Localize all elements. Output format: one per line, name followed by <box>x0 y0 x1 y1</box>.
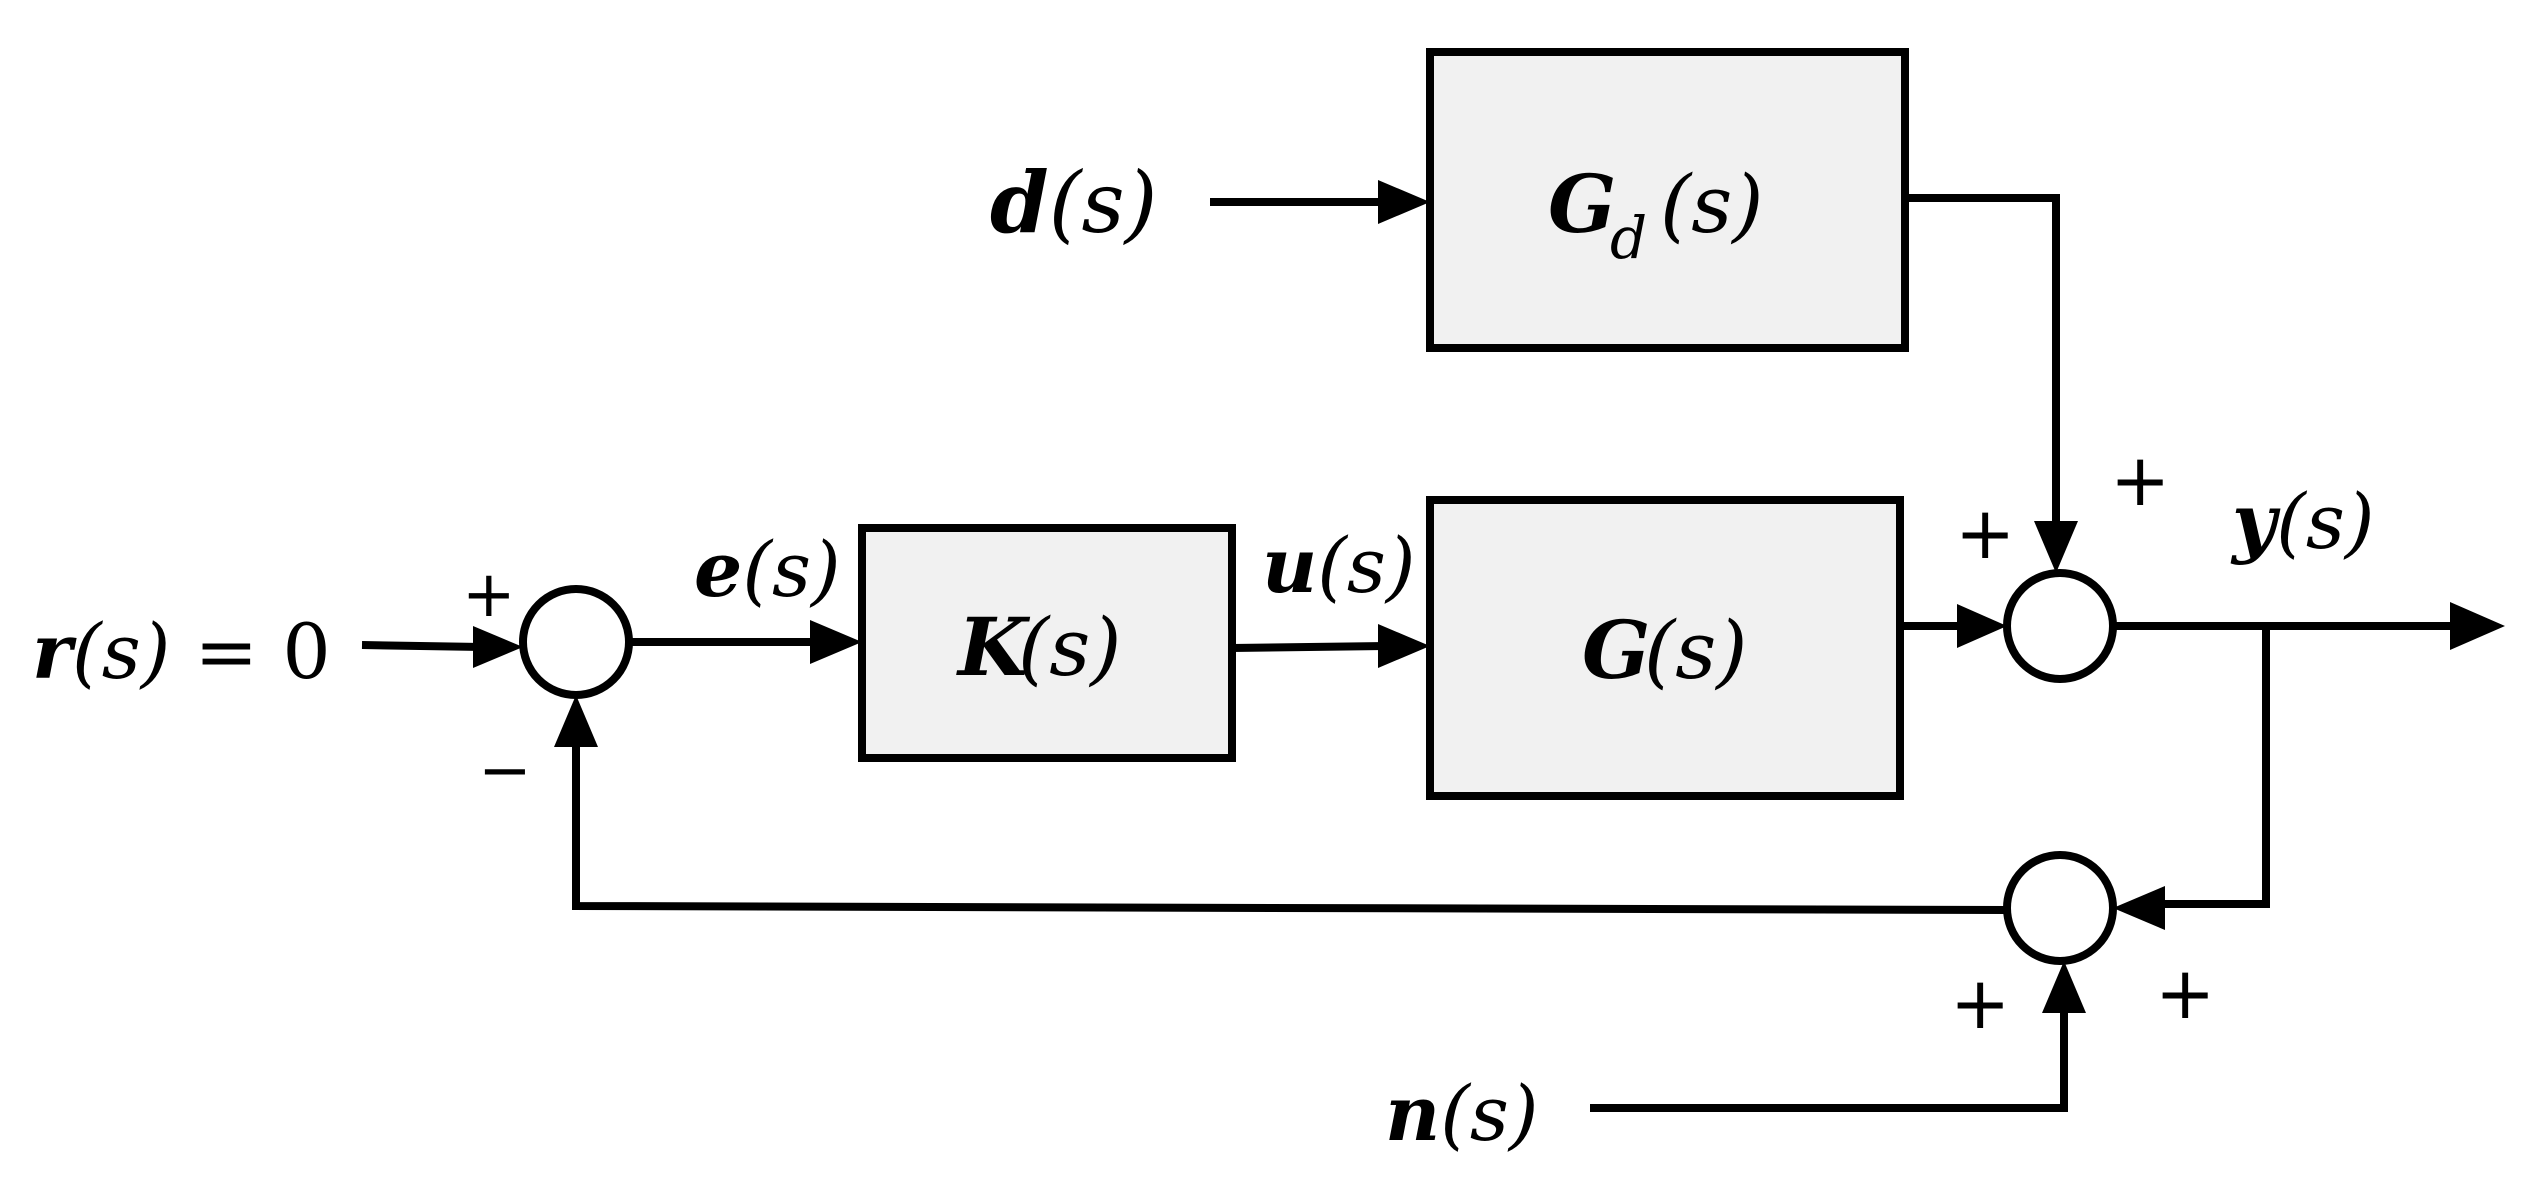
svg-text:u(s): u(s) <box>1262 521 1416 610</box>
wire-noise <box>1590 1006 2068 1112</box>
summing-junction-error <box>519 585 633 699</box>
arrowhead-error <box>810 620 862 664</box>
arrowhead-noise <box>2042 961 2086 1013</box>
sign-noise-plus-left: + <box>1950 961 2010 1045</box>
block-g-box <box>1426 496 1904 800</box>
block-k-box <box>858 524 1236 762</box>
label-output-argument: (s) <box>2276 477 2374 566</box>
wire-control <box>1231 642 1387 652</box>
label-reference-suffix: = 0 <box>170 607 330 696</box>
block-gd-subscript: d <box>1610 204 1647 272</box>
svg-text:n(s): n(s) <box>1385 1069 1539 1158</box>
wire-reference <box>361 641 483 651</box>
block-gd-box <box>1426 48 1909 352</box>
wire-disturbance-out <box>1905 194 2060 528</box>
arrowhead-disturbance-in <box>1378 180 1430 224</box>
label-error: e(s) <box>694 525 841 614</box>
label-reference-argument: (s) <box>72 607 170 696</box>
arrowhead-feedback <box>554 695 598 747</box>
block-g-symbol: G <box>1582 603 1650 697</box>
label-reference: r(s) = 0 <box>32 607 331 696</box>
block-k: K (s) <box>858 524 1236 762</box>
label-output: y(s) <box>2230 477 2374 566</box>
sign-output-plus-left: + <box>1955 491 2015 575</box>
svg-text:r(s) = 0: r(s) = 0 <box>32 607 331 696</box>
label-reference-symbol: r <box>32 607 77 696</box>
svg-text:e(s): e(s) <box>694 525 841 614</box>
label-control-symbol: u <box>1262 521 1317 610</box>
sign-error-minus: − <box>478 734 532 808</box>
block-k-symbol: K <box>956 600 1031 694</box>
summing-junction-noise <box>2003 851 2117 965</box>
label-disturbance-argument: (s) <box>1049 154 1158 252</box>
arrowhead-control <box>1378 624 1430 668</box>
wire-feedback <box>572 742 2008 914</box>
wire-output-feedback <box>2160 626 2270 908</box>
block-gd-argument: (s) <box>1660 158 1763 251</box>
block-g-argument: (s) <box>1644 604 1747 697</box>
block-gd: G d (s) <box>1426 48 1909 352</box>
arrowhead-reference <box>473 626 523 668</box>
arrowhead-plant-output <box>1957 604 2007 648</box>
arrowhead-output <box>2450 602 2505 650</box>
block-k-argument: (s) <box>1018 601 1121 694</box>
block-gd-symbol: G <box>1548 157 1616 251</box>
label-control-argument: (s) <box>1317 521 1415 610</box>
arrowhead-output-feedback <box>2113 886 2165 930</box>
label-noise-argument: (s) <box>1440 1069 1538 1158</box>
label-error-symbol: e <box>694 525 742 614</box>
block-g: G (s) <box>1426 496 1904 800</box>
sign-output-plus-top: + <box>2110 438 2170 522</box>
sign-noise-plus-right: + <box>2155 951 2215 1035</box>
sign-error-plus: + <box>462 558 516 632</box>
label-disturbance: d(s) <box>990 153 1157 252</box>
arrowhead-disturbance-out <box>2034 521 2078 573</box>
label-disturbance-symbol: d <box>990 153 1049 252</box>
label-noise-symbol: n <box>1385 1069 1440 1158</box>
svg-text:y(s): y(s) <box>2230 477 2374 566</box>
summing-junction-output <box>2003 569 2117 683</box>
label-control: u(s) <box>1262 521 1416 610</box>
label-noise: n(s) <box>1385 1069 1539 1158</box>
svg-text:d(s): d(s) <box>990 153 1157 252</box>
label-output-symbol: y <box>2230 477 2281 566</box>
label-error-argument: (s) <box>742 525 840 614</box>
